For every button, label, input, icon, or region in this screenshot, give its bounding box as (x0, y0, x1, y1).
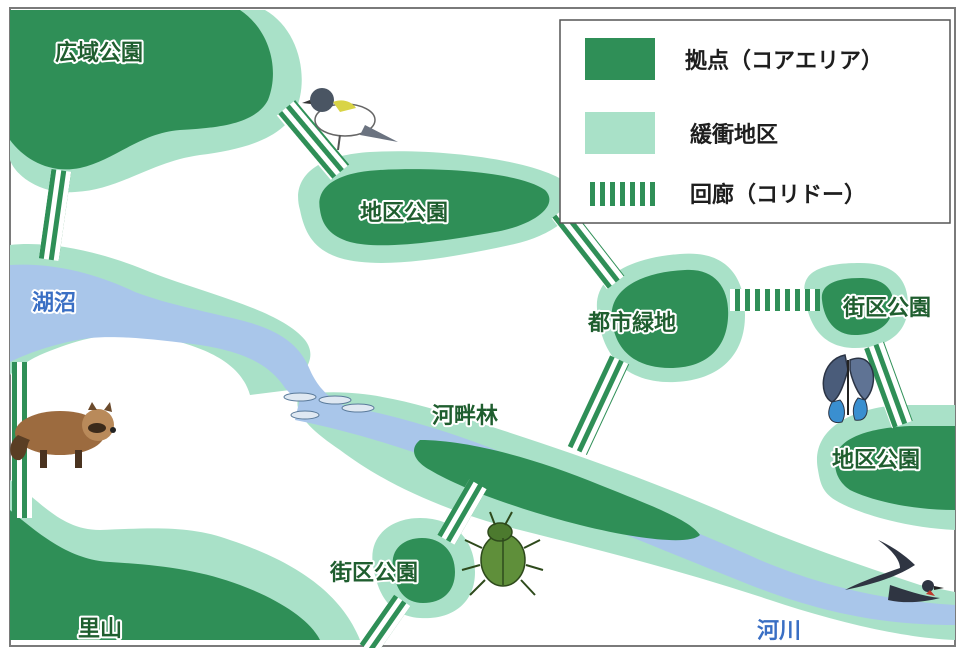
core-satoyama (10, 510, 320, 640)
fish-icon (283, 392, 375, 420)
corridor-block-bottom-to-edge (359, 594, 411, 648)
core-district-park-top (319, 169, 550, 246)
corridor-district-to-urban (551, 204, 625, 290)
corridors (12, 100, 913, 648)
label-riverside-forest: 河畔林 (432, 404, 498, 429)
core-district-park-right (834, 426, 955, 510)
core-block-park-bottom (392, 538, 455, 603)
legend-buffer-swatch (585, 112, 655, 154)
label-block-park-right: 街区公園 (842, 295, 931, 321)
label-district-park-right: 地区公園 (832, 448, 920, 473)
label-urban-green: 都市緑地 (587, 310, 676, 336)
core-urban-green (611, 269, 729, 368)
label-river: 河川 (757, 619, 801, 644)
legend: 拠点（コアエリア） 緩衝地区 回廊（コリドー） (559, 19, 951, 224)
legend-core-swatch (585, 38, 655, 80)
label-satoyama: 里山 (78, 617, 122, 642)
swallow-icon (845, 540, 944, 603)
label-district-park-top: 地区公園 (360, 201, 448, 226)
core-areas (10, 10, 955, 640)
corridor-urban-to-forest (566, 355, 630, 455)
corridor-forest-to-block-bottom (437, 479, 487, 545)
corridor-regional-to-district (276, 100, 350, 180)
corridor-pond-to-lake (38, 169, 72, 261)
butterfly-icon (822, 354, 875, 424)
core-regional-park (10, 10, 273, 170)
bird-icon (302, 88, 398, 151)
raccoon-dog-icon (10, 402, 116, 468)
label-regional-park: 広域公園 (55, 40, 143, 66)
label-block-park-bottom: 街区公園 (329, 560, 418, 586)
lake (10, 264, 350, 425)
label-lake: 湖沼 (32, 291, 76, 316)
legend-corridor-label: 回廊（コリドー） (690, 182, 866, 208)
legend-corridor-swatch (585, 182, 655, 206)
core-riverside-forest (414, 440, 700, 541)
legend-buffer-label: 緩衝地区 (690, 122, 778, 148)
core-block-park-right (821, 278, 894, 335)
corridor-urban-to-block (730, 289, 820, 311)
beetle-icon (461, 511, 544, 596)
legend-core-label: 拠点（コアエリア） (685, 48, 883, 74)
corridor-block-to-district-right (863, 341, 913, 429)
